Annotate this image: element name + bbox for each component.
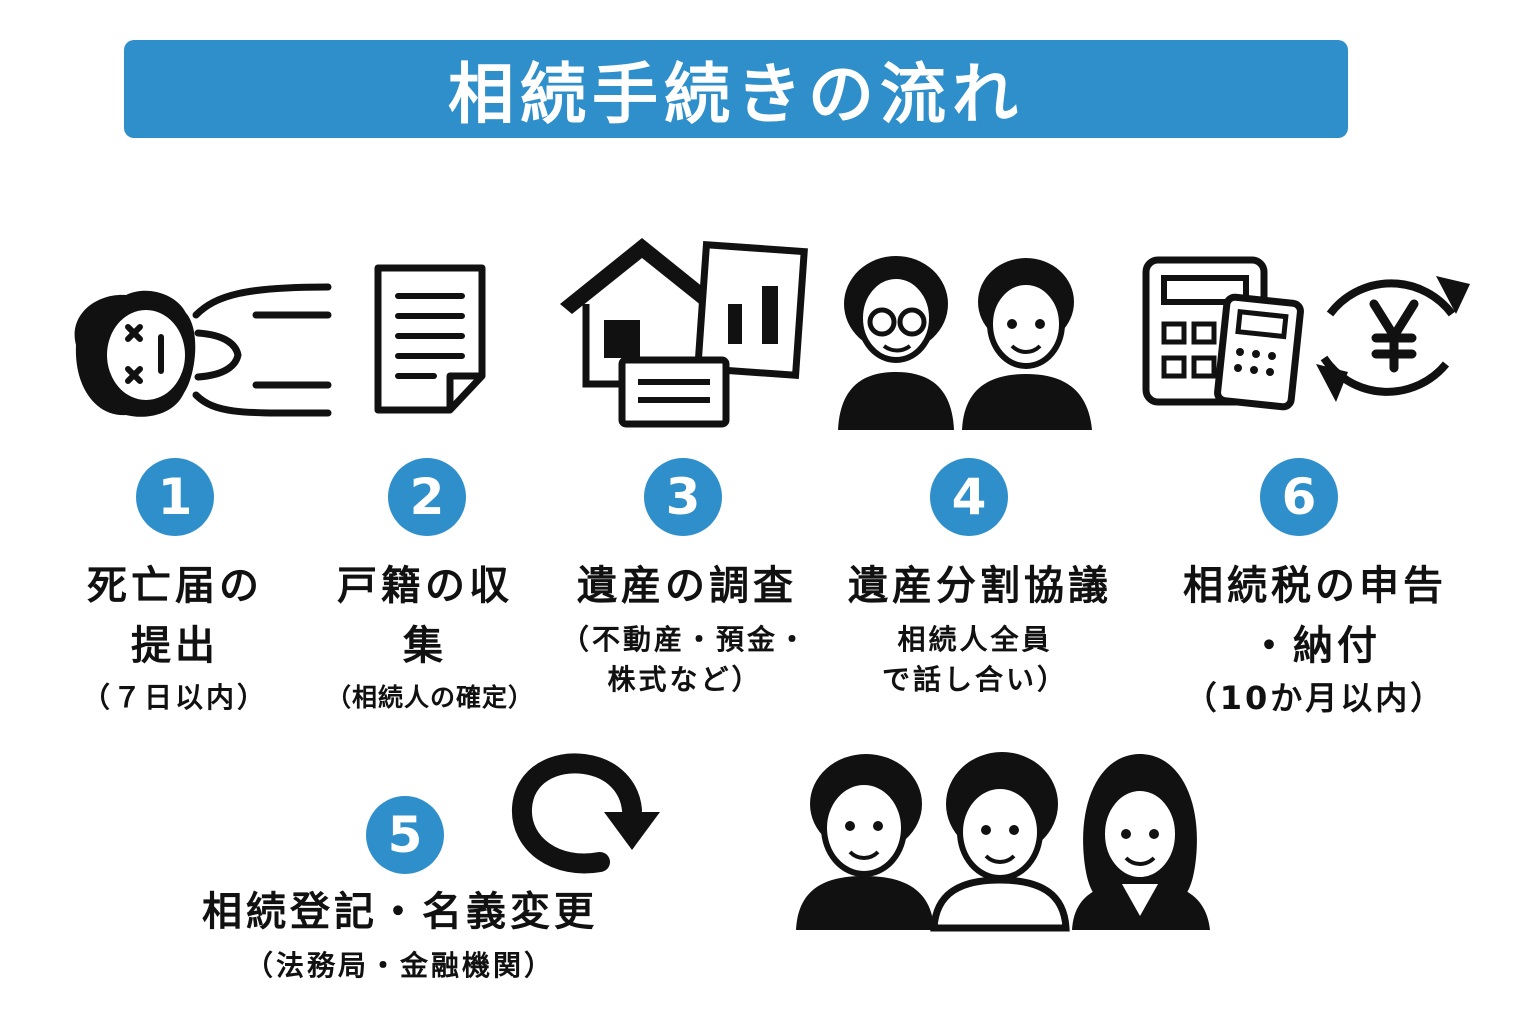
step-5-note: （法務局・金融機関） <box>244 949 555 982</box>
step-1-badge: 1 <box>136 458 214 536</box>
step-5-label: 相続登記・名義変更 <box>202 889 598 935</box>
step-6-note: （10か月以内） <box>1184 679 1446 717</box>
title-banner: 相続手続きの流れ <box>124 40 1348 138</box>
family-discussion-icon <box>838 256 1092 430</box>
step-4-note-line1: 相続人全員 <box>897 623 1053 656</box>
house-and-assets-icon <box>560 238 808 428</box>
step-2-label-line1: 戸籍の収 <box>337 563 513 609</box>
step-5-badge: 5 <box>366 796 444 874</box>
step-4-note: 相続人全員 で話し合い） <box>830 620 1120 700</box>
calculator-yen-icon <box>1142 256 1470 411</box>
step-2-label-line2: 集 <box>403 623 447 669</box>
step-2-note: （相続人の確定） <box>325 683 534 712</box>
step-6-badge: 6 <box>1260 458 1338 536</box>
circular-arrow-icon <box>511 753 660 874</box>
step-3-note: （不動産・預金・ 株式など） <box>550 620 820 700</box>
step-3-label: 遺産の調査 <box>577 563 797 609</box>
step-1-label: 死亡届の 提出 <box>50 556 300 676</box>
step-3-note-line1: （不動産・預金・ <box>560 623 809 656</box>
document-icon <box>374 264 486 414</box>
step-2-label: 戸籍の収 集 <box>300 556 550 676</box>
step-2-badge: 2 <box>388 458 466 536</box>
step-1-note: （７日以内） <box>81 681 268 714</box>
deceased-person-icon <box>74 283 332 417</box>
step-4-label: 遺産分割協議 <box>848 563 1112 609</box>
step-3-badge: 3 <box>644 458 722 536</box>
step-3-note-line2: 株式など） <box>607 663 763 696</box>
page-title: 相続手続きの流れ <box>448 56 1024 133</box>
heirs-group-icon <box>796 752 1210 932</box>
step-6-label: 相続税の申告 ・納付 <box>1160 556 1470 676</box>
step-1-label-line1: 死亡届の <box>87 563 263 609</box>
step-6-label-line2: ・納付 <box>1249 623 1381 669</box>
step-4-note-line2: で話し合い） <box>881 663 1068 696</box>
step-4-badge: 4 <box>930 458 1008 536</box>
step-6-label-line1: 相続税の申告 <box>1183 563 1447 609</box>
step-1-label-line2: 提出 <box>131 623 219 669</box>
